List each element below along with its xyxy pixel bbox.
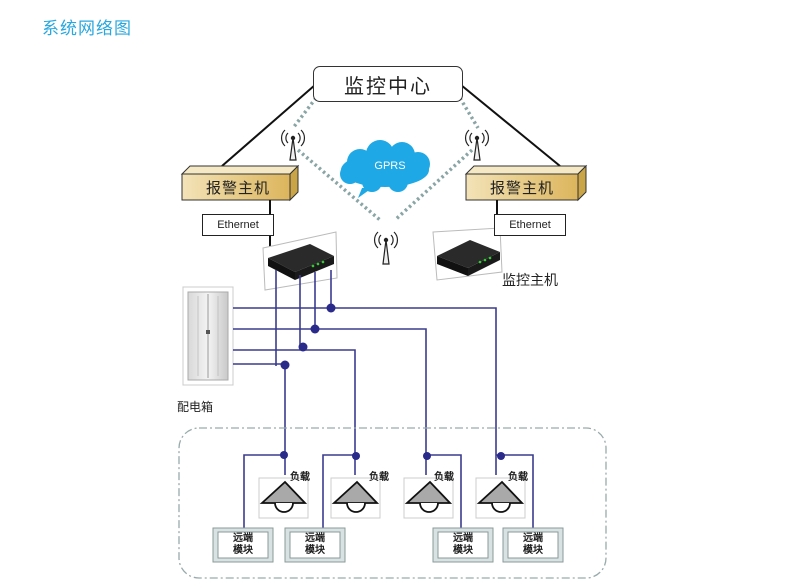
remote-module-line2: 模块 (305, 545, 325, 556)
gprs-label: GPRS (374, 160, 406, 172)
wireless-links (291, 96, 480, 222)
ethernet-label-left: Ethernet (202, 214, 274, 236)
alarm-host-left-label: 报警主机 (205, 179, 270, 197)
distribution-box-label: 配电箱 (177, 400, 214, 414)
gprs-cloud-icon (340, 140, 430, 198)
page-title: 系统网络图 (42, 19, 132, 39)
lamp-icon (403, 477, 454, 519)
alarm-host-left (180, 164, 300, 202)
remote-module: 远端 模块 (286, 529, 344, 561)
lamp-icon (330, 477, 381, 519)
router-icon (262, 231, 338, 291)
antenna-icon (281, 129, 305, 161)
remote-module: 远端 模块 (504, 529, 562, 561)
remote-module-frame (502, 527, 564, 563)
load-area-boundary (178, 427, 607, 579)
remote-module-frame (432, 527, 494, 563)
remote-module-frame (284, 527, 346, 563)
link-center-left-alarm (221, 84, 316, 167)
load-label: 负载 (369, 472, 389, 483)
alarm-host-right-label: 报警主机 (489, 179, 554, 197)
antenna-icon (374, 231, 398, 265)
remote-module-frame (212, 527, 274, 563)
remote-module-line1: 远端 (305, 533, 325, 544)
lamp-icon (475, 477, 526, 519)
remote-module-line2: 模块 (523, 545, 543, 556)
remote-module-line1: 远端 (453, 533, 473, 544)
remote-module: 远端 模块 (434, 529, 492, 561)
power-wires (233, 270, 534, 528)
load-label: 负载 (290, 472, 310, 483)
remote-module-line2: 模块 (453, 545, 473, 556)
remote-module: 远端 模块 (214, 529, 272, 561)
remote-module-line2: 模块 (233, 545, 253, 556)
monitor-host-router-icon (432, 227, 503, 281)
load-label: 负载 (508, 472, 528, 483)
ethernet-label-right: Ethernet (494, 214, 566, 236)
monitor-center-box: 监控中心 (313, 66, 463, 102)
alarm-host-right (464, 164, 588, 202)
lamp-icon (258, 477, 309, 519)
link-center-right-alarm (460, 84, 561, 167)
distribution-cabinet-icon (182, 286, 234, 386)
remote-module-line1: 远端 (233, 533, 253, 544)
load-label: 负载 (434, 472, 454, 483)
remote-module-line1: 远端 (523, 533, 543, 544)
antenna-icon (465, 129, 489, 161)
monitor-host-label: 监控主机 (502, 273, 558, 289)
junction-nodes (280, 303, 505, 460)
